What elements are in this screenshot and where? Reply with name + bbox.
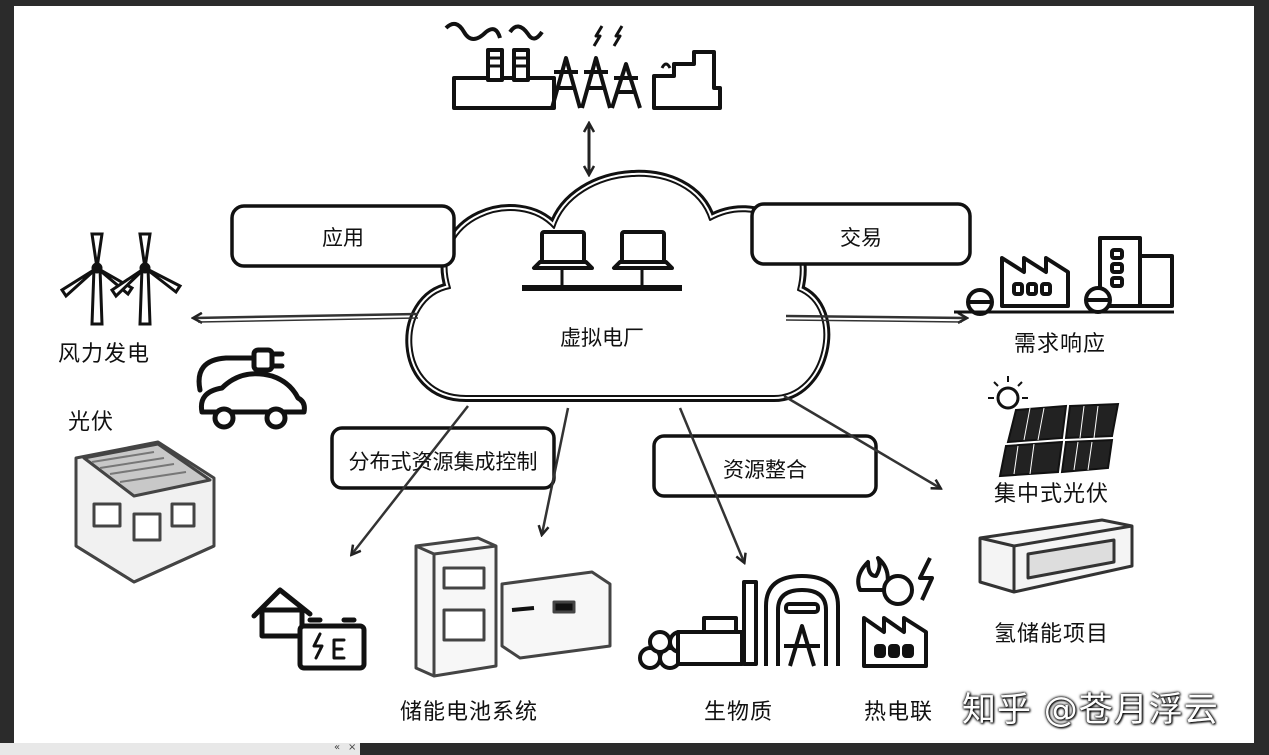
- watermark: 知乎 @苍月浮云: [962, 690, 1219, 730]
- bottom-scroll-bar[interactable]: « ×: [0, 742, 360, 755]
- demand-response-label: 需求响应: [1014, 332, 1107, 357]
- application-label: 应用: [322, 226, 364, 250]
- distributed-control-label: 分布式资源集成控制: [348, 450, 538, 474]
- electric-car-icon: [196, 347, 307, 430]
- close-button[interactable]: ×: [348, 742, 357, 753]
- chp-label: 热电联: [864, 700, 934, 725]
- laptop-icon: [612, 230, 674, 270]
- pv-label: 光伏: [68, 410, 115, 435]
- arrow-to-wind: [194, 314, 419, 318]
- arrow-to-demand: [785, 316, 966, 318]
- battery-cabinet-icon: [414, 536, 612, 678]
- diagram-canvas: 应用 交易 分布式资源集成控制 资源整合 虚拟电厂 风力发电 光伏 需求响应 集…: [14, 6, 1254, 743]
- chp-plant-icon: [856, 556, 934, 668]
- arrow-to-home-storage: [352, 405, 469, 554]
- biomass-label: 生物质: [704, 700, 774, 725]
- wind-turbine-icon: [59, 232, 183, 326]
- trading-box: [750, 202, 972, 266]
- network-bus-icon: [522, 270, 682, 291]
- factory-icon: [954, 236, 1174, 316]
- distributed-control-box: [330, 426, 556, 490]
- arrow-to-central-pv: [783, 394, 940, 488]
- arrow-to-biomass: [678, 407, 744, 562]
- arrow-to-battery: [542, 407, 570, 534]
- trading-label: 交易: [840, 226, 882, 250]
- hydrogen-storage-icon: [978, 518, 1134, 594]
- pv-house-icon: [74, 440, 216, 584]
- biomass-icon: [638, 574, 840, 670]
- hydrogen-label: 氢储能项目: [994, 622, 1110, 647]
- wind-label: 风力发电: [58, 342, 151, 367]
- solar-panel-icon: [988, 376, 1120, 478]
- application-box: [230, 204, 456, 268]
- resource-integration-label: 资源整合: [723, 458, 807, 482]
- connector-arrows: [194, 314, 966, 562]
- power-grid-icon: [444, 21, 722, 110]
- home-battery-icon: [251, 587, 367, 671]
- battery-label: 储能电池系统: [400, 700, 539, 725]
- centralized-pv-label: 集中式光伏: [994, 482, 1110, 507]
- collapse-button[interactable]: «: [334, 742, 341, 753]
- laptop-icon: [532, 230, 594, 270]
- cloud-label: 虚拟电厂: [560, 326, 644, 350]
- diagram-graphics: [59, 21, 1174, 678]
